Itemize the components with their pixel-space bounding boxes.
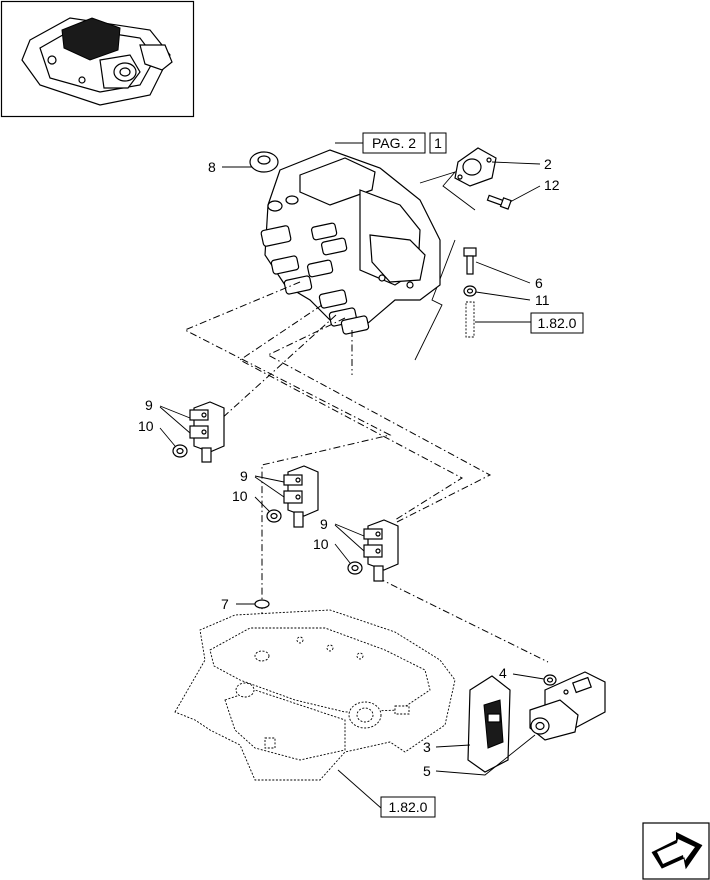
hose-routing	[183, 281, 549, 663]
callout-12: 12	[544, 177, 560, 193]
callout-3: 3	[423, 739, 431, 755]
callout-6: 6	[535, 275, 543, 291]
next-page-button[interactable]	[642, 822, 710, 880]
part-8-cap	[249, 151, 279, 173]
valve-assembly-thumbnail-icon	[21, 17, 173, 106]
solenoid-valve-a	[189, 401, 225, 463]
callout-5: 5	[423, 763, 431, 779]
control-valve-block	[260, 149, 441, 335]
part-10-washer-b	[266, 509, 282, 523]
rear-axle-housing	[174, 609, 456, 781]
part-12-screw	[486, 194, 512, 210]
part-11-washer	[463, 285, 477, 297]
stud	[465, 301, 475, 338]
callout-10-c: 10	[313, 536, 329, 552]
callout-11: 11	[535, 292, 550, 308]
page-ref-label: PAG. 2	[372, 135, 416, 151]
callout-2: 2	[544, 156, 552, 172]
part-10-washer-c	[347, 561, 363, 575]
part-5-valve	[529, 671, 606, 741]
callout-4: 4	[499, 665, 507, 681]
part-3-cover	[467, 675, 511, 773]
callout-8: 8	[208, 159, 216, 175]
part-7-o-ring	[254, 599, 270, 609]
callout-10-b: 10	[232, 488, 248, 504]
callout-10-a: 10	[138, 418, 154, 434]
valve-fittings	[260, 195, 414, 335]
callout-9-b: 9	[240, 468, 248, 484]
callout-7: 7	[221, 596, 229, 612]
next-page-arrow-icon	[651, 832, 703, 870]
callout-9-a: 9	[145, 397, 153, 413]
reference-box-bottom[interactable]: 1.82.0	[380, 796, 436, 818]
callout-9-c: 9	[320, 516, 328, 532]
reference-box-top[interactable]: 1.82.0	[530, 312, 584, 334]
part-10-washer-a	[172, 444, 188, 458]
part-2-flange	[454, 147, 497, 187]
reference-label-top: 1.82.0	[538, 315, 577, 331]
thumbnail-frame	[0, 0, 195, 118]
reference-label-bottom: 1.82.0	[389, 799, 428, 815]
solenoid-valve-b	[283, 465, 319, 528]
page-reference[interactable]: PAG. 2 1	[362, 132, 447, 154]
page-ref-number: 1	[434, 135, 442, 151]
solenoid-valve-c	[363, 519, 399, 582]
part-6-bolt	[463, 247, 477, 275]
part-4-plug	[543, 674, 557, 686]
